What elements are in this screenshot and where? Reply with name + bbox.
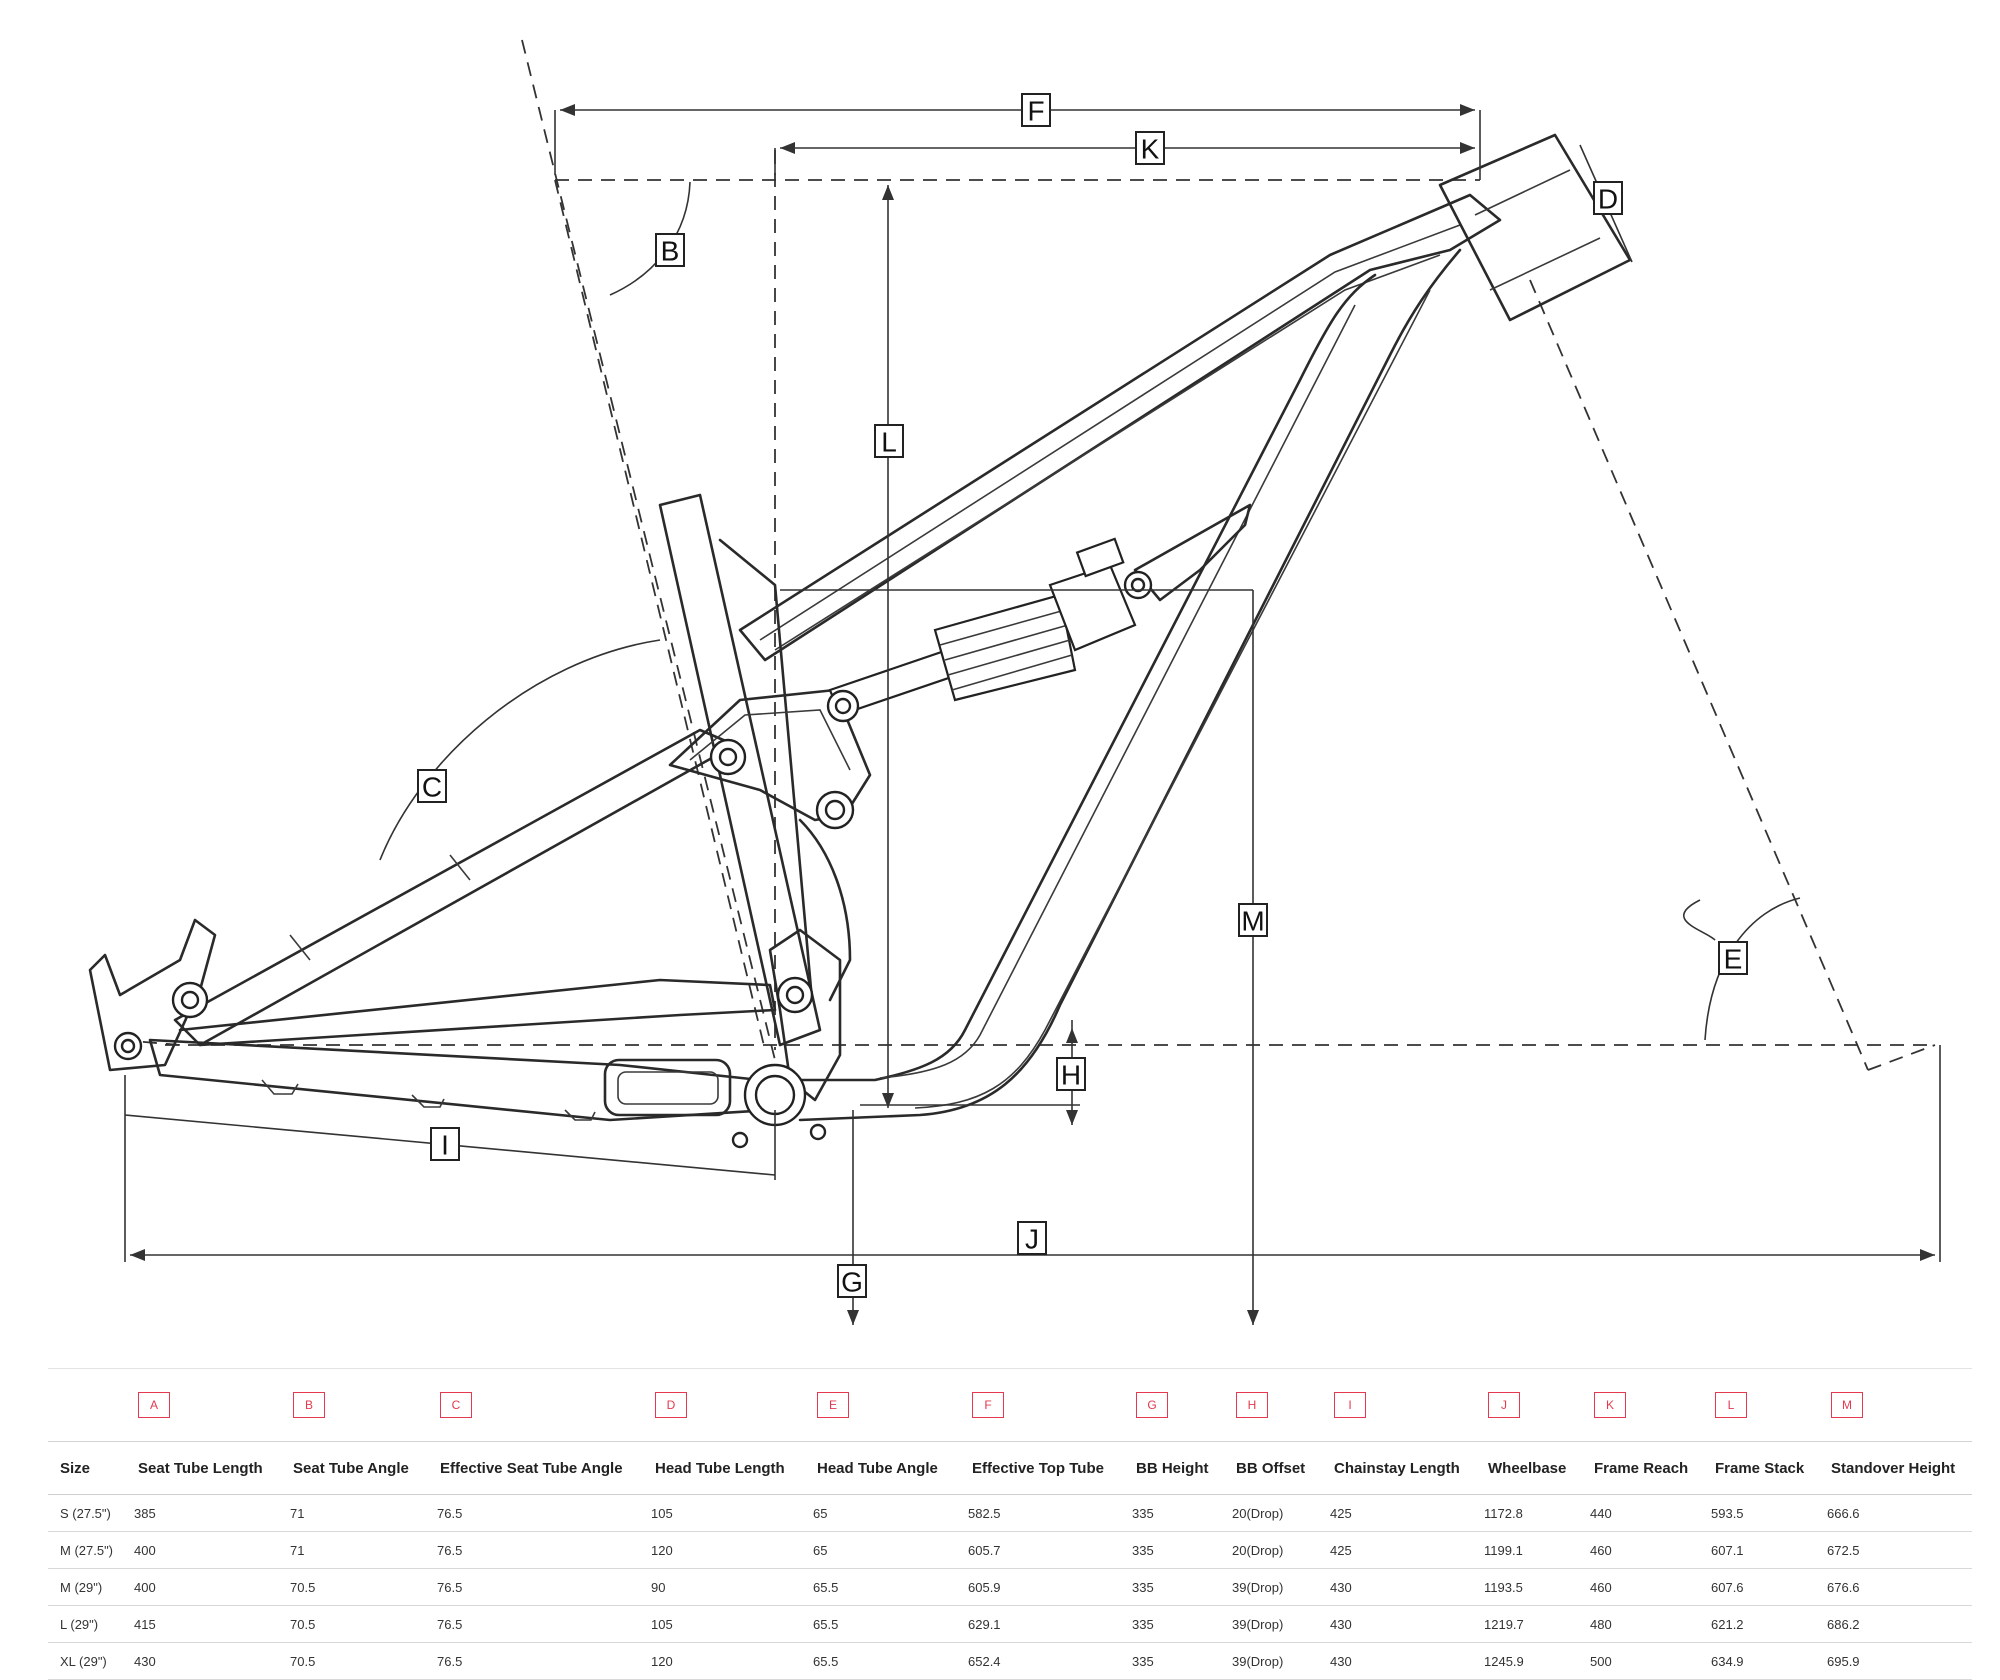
letter-badge: F — [972, 1392, 1004, 1418]
column-header: Chainstay Length — [1334, 1459, 1460, 1477]
dimension-lines — [124, 104, 1941, 1325]
column-header: Head Tube Length — [655, 1459, 785, 1477]
letter-badge: A — [138, 1392, 170, 1418]
column-header: Frame Stack — [1715, 1459, 1805, 1477]
svg-text:I: I — [441, 1130, 449, 1161]
svg-text:L: L — [881, 427, 897, 458]
frame-geometry-diagram: F K D B L C M E H I J G — [88, 39, 1941, 1325]
dim-label-j: J — [1017, 1221, 1047, 1255]
dimension-labels: F K D B L C M E H I J G — [417, 93, 1748, 1298]
letter-badge: C — [440, 1392, 472, 1418]
bike-frame-outline — [88, 133, 1632, 1122]
letter-badge: K — [1594, 1392, 1626, 1418]
geometry-table: A B C D E F G H I J K L M Size Seat Tube… — [48, 1368, 1972, 1680]
column-header: Head Tube Angle — [817, 1459, 938, 1477]
column-header: Standover Height — [1831, 1459, 1956, 1477]
construction-lines — [119, 39, 1936, 1071]
svg-text:K: K — [1141, 134, 1160, 165]
letter-badge: M — [1831, 1392, 1863, 1418]
column-header: Frame Reach — [1594, 1459, 1689, 1477]
table-header-row: Size Seat Tube Length Seat Tube Angle Ef… — [48, 1442, 1972, 1495]
column-header: Seat Tube Angle — [293, 1459, 409, 1477]
table-row: M (27.5") 400 71 76.5 120 65 605.7 335 2… — [48, 1532, 1972, 1569]
column-header: Size — [60, 1459, 91, 1477]
svg-text:E: E — [1724, 944, 1743, 975]
dim-label-f: F — [1021, 93, 1051, 127]
dim-label-h: H — [1056, 1057, 1086, 1091]
dim-label-i: I — [430, 1127, 460, 1161]
dim-label-c: C — [417, 769, 447, 803]
dim-label-k: K — [1135, 131, 1165, 165]
svg-text:J: J — [1025, 1224, 1039, 1255]
dim-label-b: B — [655, 233, 685, 267]
letter-badge: B — [293, 1392, 325, 1418]
column-header: BB Offset — [1236, 1459, 1306, 1477]
letter-badge: E — [817, 1392, 849, 1418]
column-header: Seat Tube Length — [138, 1459, 263, 1477]
dim-label-d: D — [1593, 181, 1623, 215]
svg-text:H: H — [1061, 1060, 1081, 1091]
dim-label-g: G — [837, 1264, 867, 1298]
svg-text:G: G — [841, 1267, 863, 1298]
column-header: Effective Seat Tube Angle — [440, 1459, 623, 1477]
dim-label-m: M — [1238, 903, 1268, 937]
letter-badge: L — [1715, 1392, 1747, 1418]
table-row: M (29") 400 70.5 76.5 90 65.5 605.9 335 … — [48, 1569, 1972, 1606]
column-header: Wheelbase — [1488, 1459, 1567, 1477]
letter-badge: G — [1136, 1392, 1168, 1418]
letter-badge: J — [1488, 1392, 1520, 1418]
table-letter-row: A B C D E F G H I J K L M — [48, 1368, 1972, 1442]
letter-badge: D — [655, 1392, 687, 1418]
table-row: L (29") 415 70.5 76.5 105 65.5 629.1 335… — [48, 1606, 1972, 1643]
table-row: S (27.5") 385 71 76.5 105 65 582.5 335 2… — [48, 1495, 1972, 1532]
letter-badge: I — [1334, 1392, 1366, 1418]
dim-label-l: L — [874, 424, 904, 458]
svg-text:M: M — [1241, 906, 1264, 937]
svg-text:B: B — [661, 236, 680, 267]
svg-text:F: F — [1027, 96, 1044, 127]
pivots — [113, 689, 860, 1149]
column-header: Effective Top Tube — [972, 1459, 1104, 1477]
column-header: BB Height — [1136, 1459, 1209, 1477]
letter-badge: H — [1236, 1392, 1268, 1418]
table-row: XL (29") 430 70.5 76.5 120 65.5 652.4 33… — [48, 1643, 1972, 1680]
svg-text:C: C — [422, 772, 442, 803]
svg-text:D: D — [1598, 184, 1618, 215]
dim-label-e: E — [1718, 941, 1748, 975]
